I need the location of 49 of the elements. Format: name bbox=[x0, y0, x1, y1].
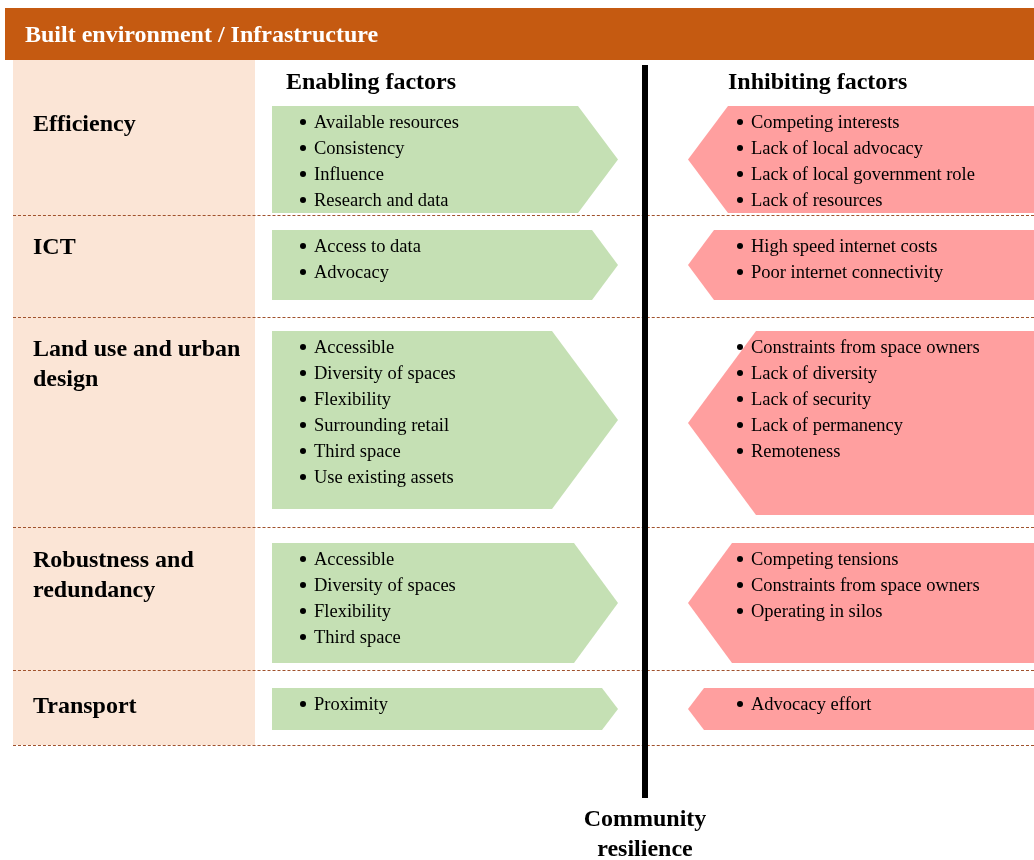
list-item: Lack of diversity bbox=[735, 360, 980, 386]
list-item: Constraints from space owners bbox=[735, 334, 980, 360]
column-heading: Enabling factors bbox=[286, 68, 456, 95]
list-item: Accessible bbox=[298, 546, 456, 572]
right-arrow-shape bbox=[272, 331, 618, 509]
column-heading: Inhibiting factors bbox=[728, 68, 908, 95]
list-item: Competing interests bbox=[735, 109, 975, 135]
list-item: Diversity of spaces bbox=[298, 360, 456, 386]
list-item: Available resources bbox=[298, 109, 460, 135]
list-item: Third space bbox=[298, 438, 456, 464]
list-item: Constraints from space owners bbox=[735, 572, 980, 598]
list-item: Lack of security bbox=[735, 386, 980, 412]
list-item: Advocacy bbox=[298, 259, 421, 285]
list-item: High speed internet costs bbox=[735, 233, 944, 259]
row-heading: Robustness and redundancy bbox=[33, 545, 195, 604]
row-heading: Transport bbox=[33, 691, 138, 720]
list-item: Operating in silos bbox=[735, 598, 980, 624]
list-item: Diversity of spaces bbox=[298, 572, 456, 598]
list-item: Lack of resources bbox=[735, 187, 975, 213]
list-item: Lack of local advocacy bbox=[735, 135, 975, 161]
list-item: Poor internet connectivity bbox=[735, 259, 944, 285]
list-item: Remoteness bbox=[735, 438, 980, 464]
left-arrow-shape bbox=[688, 230, 1034, 300]
list-item: Surrounding retail bbox=[298, 412, 456, 438]
title-banner: Built environment / Infrastructure bbox=[5, 8, 1034, 60]
axis-label: Community resilience bbox=[582, 804, 708, 860]
list-item: Advocacy effort bbox=[735, 691, 872, 717]
list-item: Flexibility bbox=[298, 598, 456, 624]
right-arrow-shape bbox=[272, 543, 618, 663]
row-heading: ICT bbox=[33, 232, 77, 261]
row-heading: Efficiency bbox=[33, 109, 137, 138]
list-item: Competing tensions bbox=[735, 546, 980, 572]
list-item: Lack of local government role bbox=[735, 161, 975, 187]
left-arrow-shape bbox=[688, 543, 1034, 663]
left-arrow-shape bbox=[688, 106, 1034, 213]
list-item: Flexibility bbox=[298, 386, 456, 412]
list-item: Lack of permanency bbox=[735, 412, 980, 438]
list-item: Third space bbox=[298, 624, 456, 650]
list-item: Influence bbox=[298, 161, 460, 187]
right-arrow-shape bbox=[272, 106, 618, 213]
left-arrow-shape bbox=[688, 331, 1034, 515]
list-item: Access to data bbox=[298, 233, 421, 259]
list-item: Use existing assets bbox=[298, 464, 456, 490]
list-item: Accessible bbox=[298, 334, 456, 360]
list-item: Consistency bbox=[298, 135, 460, 161]
right-arrow-shape bbox=[272, 230, 618, 300]
row-heading: Land use and urban design bbox=[33, 334, 242, 393]
list-item: Research and data bbox=[298, 187, 460, 213]
list-item: Proximity bbox=[298, 691, 388, 717]
